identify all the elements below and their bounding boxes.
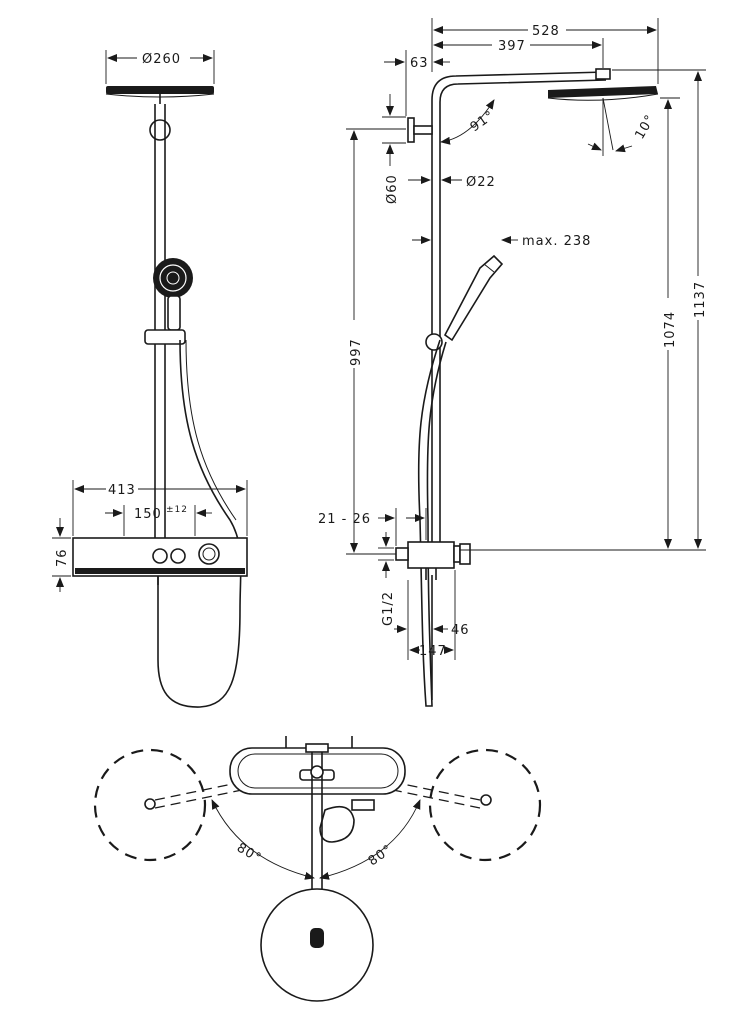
swivel-circle-right (428, 748, 542, 862)
dim-mount-diameter: Ø60 (382, 94, 406, 204)
swivel-circle-left (93, 748, 207, 862)
label-thread: G1/2 (381, 591, 396, 626)
dim-head-diameter: Ø260 (105, 50, 215, 84)
dim-spacing: 150 ±12 (105, 505, 212, 536)
label-projection-total: 528 (532, 24, 560, 39)
label-projection-arm: 397 (498, 39, 526, 54)
dim-thread: G1/2 (378, 532, 396, 626)
side-thermostat (395, 541, 471, 580)
dim-swivel-left: 80° (211, 799, 315, 880)
label-spacing-tolerance: ±12 (166, 505, 188, 515)
dim-height-1137: 1137 (612, 69, 708, 551)
front-riser-pipe (154, 104, 166, 538)
front-hose (157, 339, 242, 708)
label-height-1137: 1137 (693, 281, 708, 318)
dim-depth-147: 147 (409, 570, 456, 660)
label-height-997: 997 (349, 338, 364, 366)
label-depth-147: 147 (419, 644, 447, 659)
label-swivel-right: 80° (366, 842, 396, 869)
front-thermostat (72, 537, 248, 585)
label-depth-46: 46 (451, 623, 470, 638)
front-overhead-shower (105, 86, 215, 104)
label-arm-angle: 91° (468, 108, 498, 135)
side-riser-and-arm (431, 68, 611, 555)
dim-width-total: 413 (72, 480, 248, 536)
dim-arm-angle: 91° (440, 99, 498, 145)
dim-height-1074: 1074 (460, 97, 680, 551)
label-head-diameter: Ø260 (142, 52, 181, 67)
dim-projection-total: 528 (431, 18, 659, 84)
front-hand-shower (153, 258, 193, 331)
side-top-bracket (407, 117, 433, 143)
top-view: 80° 80° (93, 736, 542, 1002)
label-rail-diameter: Ø22 (466, 175, 496, 190)
label-wall-distance-range: 21 - 26 (318, 512, 371, 527)
dim-rail-diameter: Ø22 (408, 175, 496, 190)
top-thermostat (229, 736, 406, 795)
label-head-tilt: 10° (632, 112, 658, 142)
dim-hand-shower-max: max. 238 (412, 226, 591, 262)
swivel-arms (144, 769, 492, 810)
dim-projection-arm: 397 (433, 38, 604, 68)
dim-wall-distance-range: 21 - 26 (318, 508, 427, 546)
side-hand-shower (443, 254, 504, 342)
front-slider (144, 329, 186, 345)
label-swivel-left: 80° (234, 840, 264, 866)
label-height-1074: 1074 (663, 311, 678, 348)
label-spacing: 150 (134, 507, 162, 522)
label-wall-offset: 63 (410, 56, 429, 71)
top-overhead-shower (260, 888, 374, 1002)
side-view: 528 397 63 91° 10° (318, 18, 708, 707)
dim-height-997: 997 (346, 128, 406, 555)
front-view: Ø260 413 150 ±12 76 (52, 50, 248, 708)
dim-head-tilt: 10° (587, 97, 658, 156)
label-mount-diameter: Ø60 (385, 174, 400, 204)
dim-wall-offset: 63 (384, 50, 450, 116)
label-thermostat-height: 76 (55, 548, 70, 567)
label-width-total: 413 (108, 483, 136, 498)
dim-thermostat-height: 76 (52, 518, 71, 592)
label-hand-shower-max: max. 238 (522, 234, 591, 249)
side-overhead-shower (547, 86, 659, 101)
front-top-bracket (149, 119, 171, 141)
top-hand-shower (319, 799, 375, 843)
